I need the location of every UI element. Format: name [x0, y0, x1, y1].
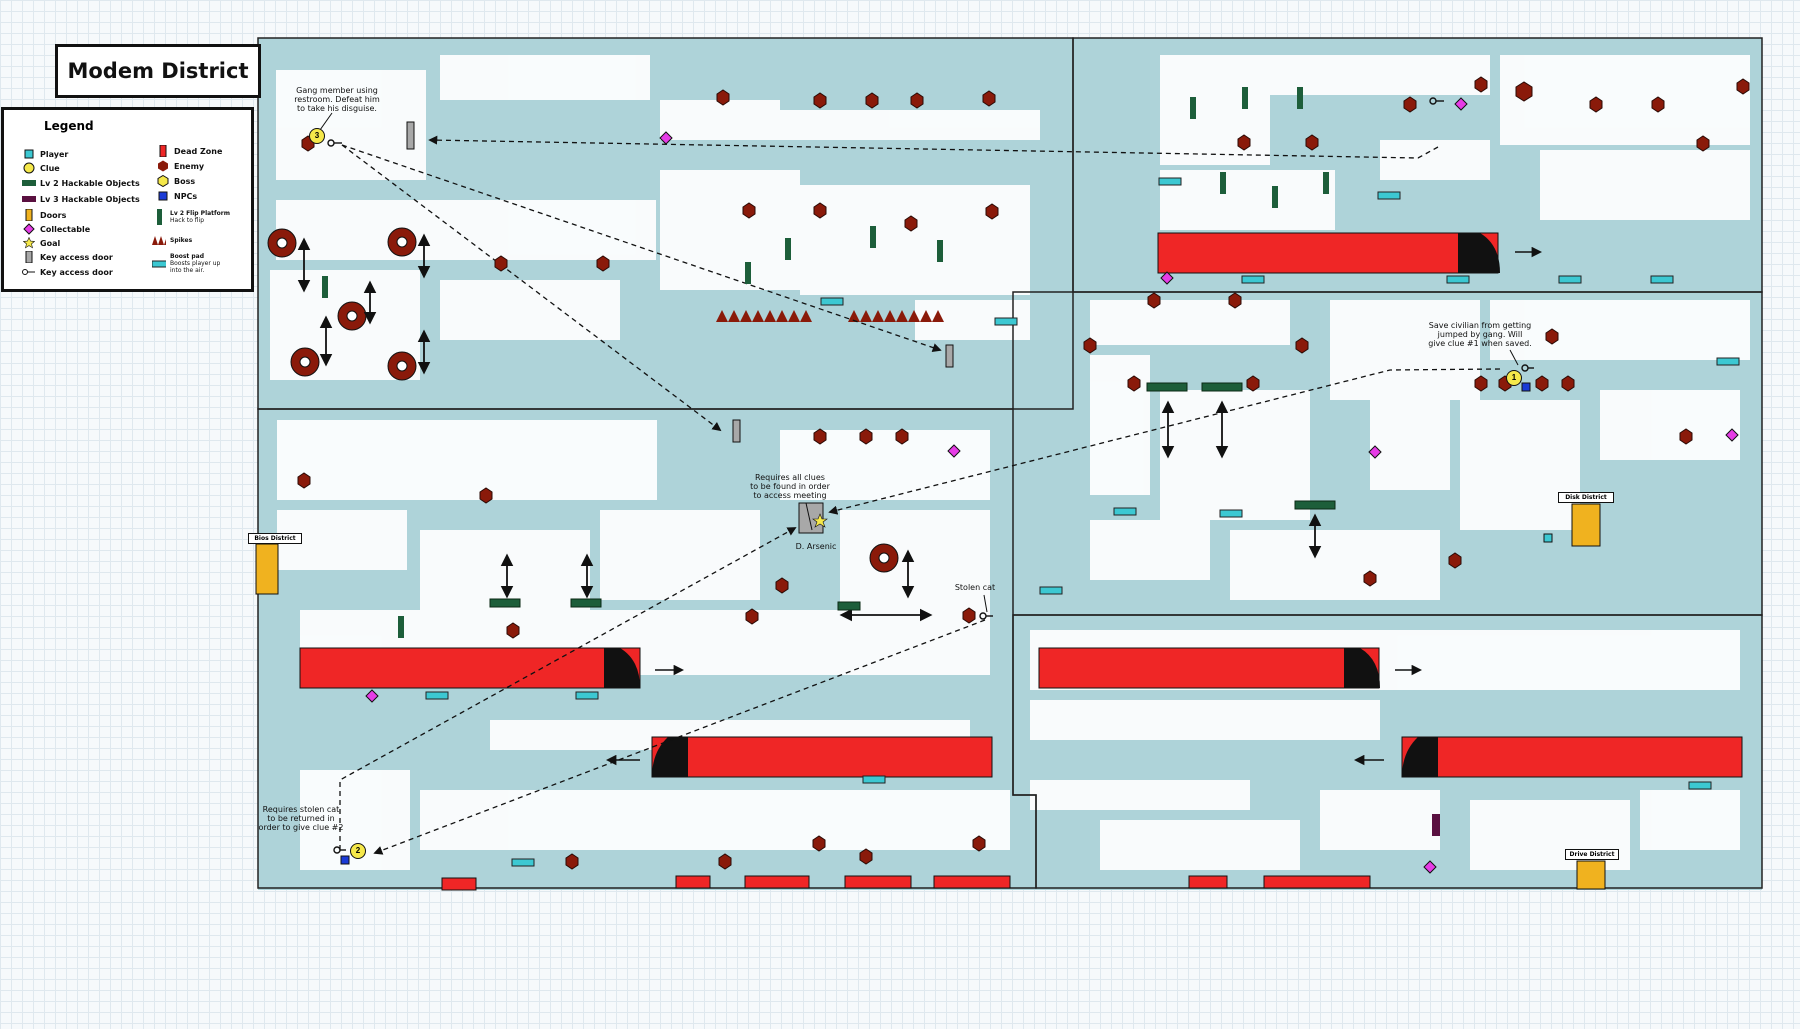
- dead-zone-icon: [156, 145, 170, 157]
- boss-icon: [156, 175, 170, 187]
- keys: [327, 97, 1534, 854]
- goal-star: [812, 513, 828, 528]
- legend-item: Dead Zone: [156, 145, 222, 157]
- legend-item: Boss: [156, 175, 195, 187]
- door-icon: [22, 209, 36, 221]
- key-door-icon: [22, 251, 36, 263]
- train-bottom-right-2: [1401, 736, 1743, 778]
- clue-paths: [339, 135, 1501, 855]
- legend-item: Collectable: [22, 223, 90, 235]
- note-gang-member: Gang member using restroom. Defeat him t…: [294, 86, 380, 113]
- enemies: [297, 76, 1750, 870]
- goal-icon: [22, 237, 36, 249]
- key-doors: [406, 121, 954, 443]
- legend-item: Spikes: [152, 234, 192, 246]
- boost-pads: [425, 177, 1740, 867]
- dead-zones: [441, 875, 1371, 891]
- note-return-cat: Requires stolen cat to be returned in or…: [258, 805, 344, 832]
- train-top-right: [1157, 232, 1500, 274]
- collectables: [365, 97, 1739, 874]
- key-icon: [22, 266, 36, 278]
- train-arrows: [605, 246, 1543, 766]
- player-icon: [22, 148, 36, 160]
- note-all-clues: Requires all clues to be found in order …: [750, 473, 830, 500]
- note-stolen-cat: Stolen cat: [954, 583, 996, 592]
- legend-item: Lv 3 Hackable Objects: [22, 193, 140, 205]
- movement-arrows: [297, 233, 1322, 622]
- exit-doors: [255, 503, 1606, 890]
- legend-item: Clue: [22, 162, 60, 174]
- room-borders: [257, 37, 1763, 889]
- saw-hazards: [267, 227, 899, 573]
- exit-label-bios: Bios District: [248, 533, 302, 544]
- exit-label-disk: Disk District: [1558, 492, 1614, 503]
- open-areas: [270, 55, 1750, 870]
- clue-marker-1: 1: [1506, 370, 1522, 386]
- legend-item: Player: [22, 148, 68, 160]
- note-leaders: [319, 112, 1519, 613]
- flip-platform-icon: [152, 207, 166, 227]
- legend-item: Key access door: [22, 266, 113, 278]
- train-bottom-right-1: [1038, 647, 1380, 689]
- lv3-hackable-object: [1432, 814, 1440, 836]
- trains: [299, 232, 1743, 778]
- legend-item: Key access door: [22, 251, 113, 263]
- player: [1543, 533, 1553, 543]
- train-mid-center: [651, 736, 993, 778]
- legend-item: Goal: [22, 237, 60, 249]
- note-civilian: Save civilian from getting jumped by gan…: [1428, 321, 1532, 348]
- clue-icon: [22, 162, 36, 174]
- flip-platforms: [322, 87, 1329, 638]
- legend-item: Doors: [22, 209, 66, 221]
- boost-pad-icon: [152, 258, 166, 270]
- collectable-icon: [22, 223, 36, 235]
- spikes: [716, 310, 944, 322]
- legend-heading: Legend: [44, 119, 94, 133]
- enemy-icon: [156, 160, 170, 172]
- clue-marker-3: 3: [309, 128, 325, 144]
- boss-label: D. Arsenic: [795, 542, 837, 551]
- legend-item: Enemy: [156, 160, 204, 172]
- npcs: [340, 382, 1531, 865]
- page-title: Modem District: [55, 44, 261, 98]
- legend-panel: Legend Player Clue Lv 2 Hackable Objects…: [1, 107, 254, 292]
- lv2-platforms: [489, 382, 1336, 611]
- spikes-icon: [152, 234, 166, 246]
- clue-marker-2: 2: [350, 843, 366, 859]
- legend-item: Lv 2 Hackable Objects: [22, 177, 140, 189]
- lv3-hackable-icon: [22, 193, 36, 205]
- train-mid-left: [299, 647, 641, 689]
- lv2-hackable-icon: [22, 177, 36, 189]
- npc-icon: [156, 190, 170, 202]
- exit-label-drive: Drive District: [1565, 849, 1619, 860]
- legend-item: NPCs: [156, 190, 197, 202]
